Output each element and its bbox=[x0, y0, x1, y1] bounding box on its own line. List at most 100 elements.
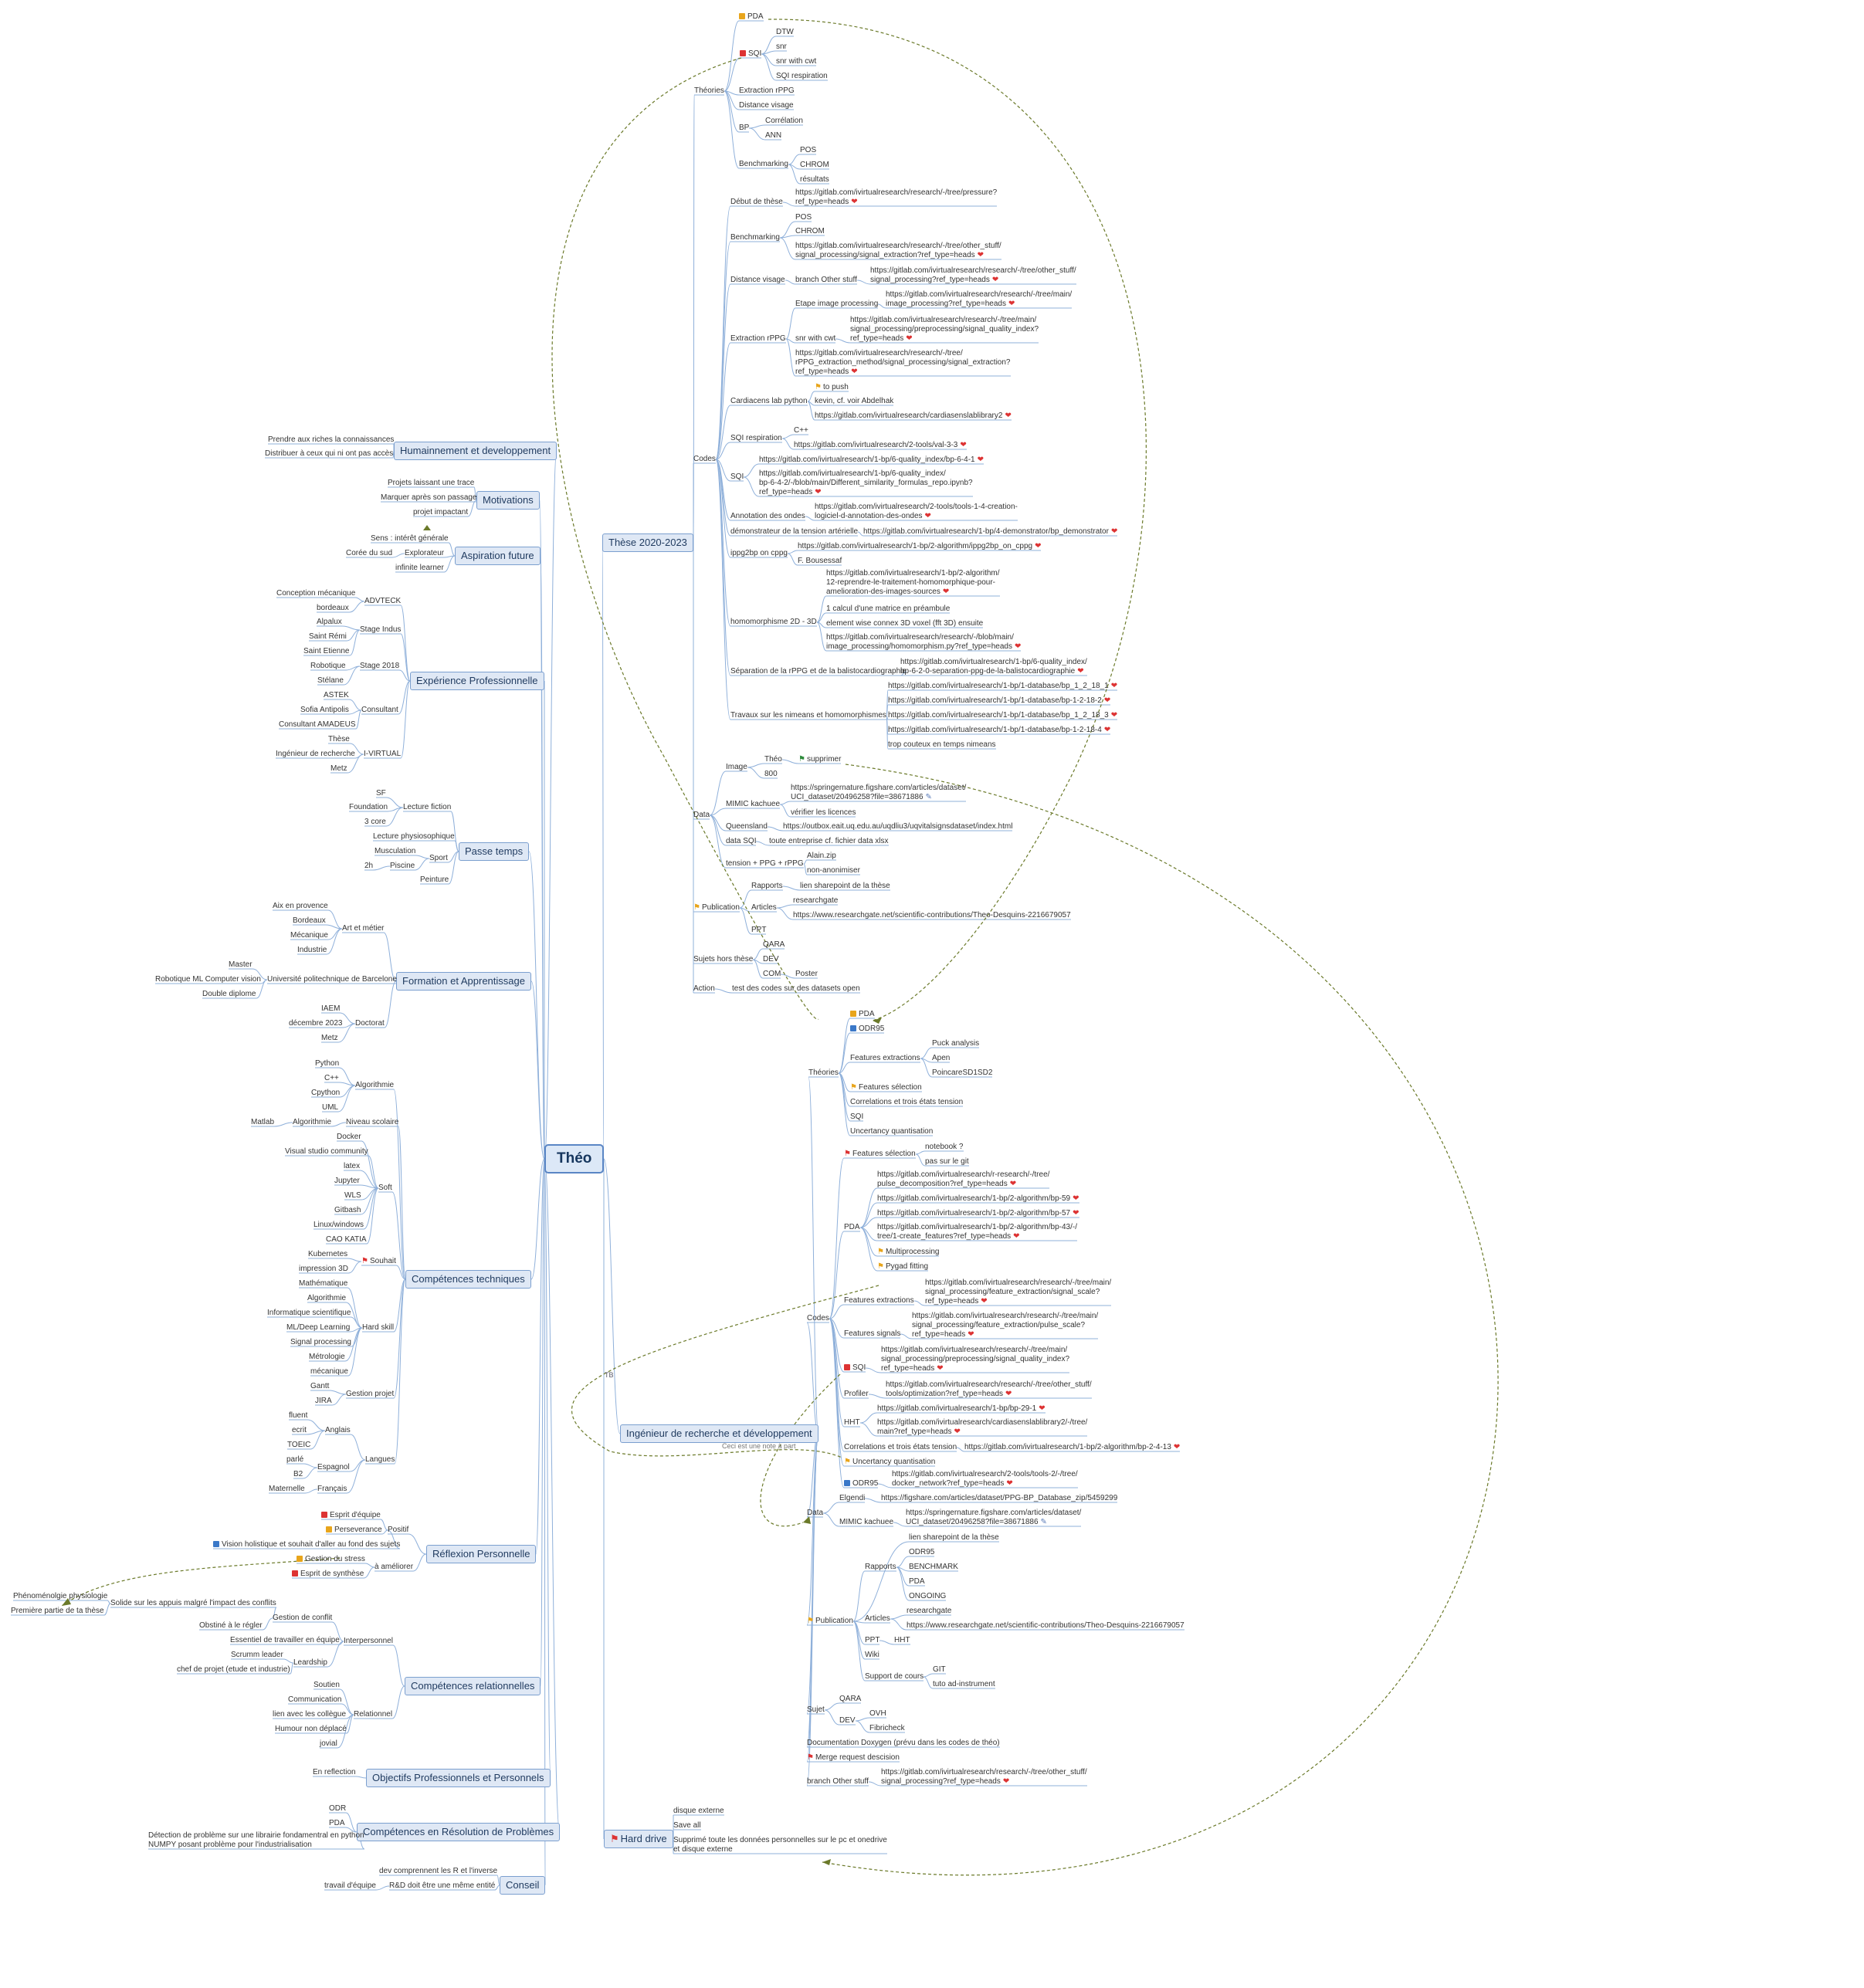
topic-node[interactable]: Data bbox=[693, 811, 710, 820]
branch-node[interactable]: Thèse 2020-2023 bbox=[602, 533, 693, 552]
topic-node[interactable]: infinite learner bbox=[395, 564, 444, 573]
topic-node[interactable]: https://gitlab.com/ivirtualresearch/rese… bbox=[795, 349, 1011, 377]
topic-node[interactable]: non-anonimiser bbox=[807, 866, 860, 875]
topic-node[interactable]: Conception mécanique bbox=[276, 589, 355, 598]
topic-node[interactable]: HHT bbox=[894, 1636, 910, 1645]
topic-node[interactable]: Doctorat bbox=[355, 1019, 385, 1028]
topic-node[interactable]: Fibricheck bbox=[869, 1724, 905, 1733]
topic-node[interactable]: https://gitlab.com/ivirtualresearch/rese… bbox=[886, 290, 1072, 309]
root-node[interactable]: Théo bbox=[544, 1144, 605, 1173]
topic-node[interactable]: Stélane bbox=[317, 676, 344, 686]
topic-node[interactable]: https://gitlab.com/ivirtualresearch/rese… bbox=[870, 266, 1076, 285]
topic-node[interactable]: BENCHMARK bbox=[909, 1563, 958, 1572]
topic-node[interactable]: 2h bbox=[364, 862, 373, 871]
topic-node[interactable]: Relationnel bbox=[354, 1710, 392, 1719]
topic-node[interactable]: branch Other stuff bbox=[795, 276, 857, 285]
topic-node[interactable]: travail d'équipe bbox=[324, 1881, 376, 1891]
topic-node[interactable]: Métrologie bbox=[309, 1353, 345, 1362]
topic-node[interactable]: SQI bbox=[844, 1363, 866, 1373]
topic-node[interactable]: https://gitlab.com/ivirtualresearch/1-bp… bbox=[759, 456, 984, 465]
topic-node[interactable]: https://gitlab.com/ivirtualresearch/rese… bbox=[886, 1380, 1092, 1399]
branch-node[interactable]: Compétences techniques bbox=[405, 1270, 531, 1289]
topic-node[interactable]: Scrumm leader bbox=[231, 1651, 283, 1660]
topic-node[interactable]: https://gitlab.com/ivirtualresearch/card… bbox=[877, 1418, 1087, 1437]
topic-node[interactable]: Esprit d'équipe bbox=[321, 1511, 381, 1520]
topic-node[interactable]: Rapports bbox=[865, 1563, 896, 1572]
topic-node[interactable]: mécanique bbox=[310, 1367, 348, 1377]
gitlab-link-icon[interactable]: ❤ bbox=[851, 367, 858, 376]
topic-node[interactable]: Soutien bbox=[313, 1681, 340, 1690]
topic-node[interactable]: jovial bbox=[320, 1739, 337, 1749]
topic-node[interactable]: pas sur le git bbox=[925, 1157, 969, 1167]
gitlab-link-icon[interactable]: ❤ bbox=[937, 1364, 944, 1373]
topic-node[interactable]: element wise connex 3D voxel (fft 3D) en… bbox=[826, 619, 983, 628]
topic-node[interactable]: Solide sur les appuis malgré l'impact de… bbox=[110, 1599, 276, 1608]
topic-node[interactable]: Thèse bbox=[328, 735, 350, 744]
topic-node[interactable]: Correlations et trois états tension bbox=[850, 1098, 963, 1107]
topic-node[interactable]: Features extractions bbox=[844, 1296, 914, 1306]
branch-node[interactable]: ⚑Hard drive bbox=[604, 1830, 673, 1848]
topic-node[interactable]: Bordeaux bbox=[293, 916, 326, 926]
topic-node[interactable]: Phénoménolgie physiologie bbox=[13, 1592, 107, 1601]
topic-node[interactable]: Data bbox=[807, 1509, 823, 1518]
topic-node[interactable]: ⚑Publication bbox=[693, 903, 740, 913]
topic-node[interactable]: Action bbox=[693, 984, 715, 994]
topic-node[interactable]: SQI respiration bbox=[730, 434, 782, 443]
gitlab-link-icon[interactable]: ❤ bbox=[942, 588, 950, 596]
topic-node[interactable]: Théories bbox=[694, 86, 724, 96]
topic-node[interactable]: Art et métier bbox=[342, 924, 384, 933]
topic-node[interactable]: https://gitlab.com/ivirtualresearch/rese… bbox=[795, 188, 997, 207]
topic-node[interactable]: PDA bbox=[909, 1577, 925, 1587]
topic-node[interactable]: Première partie de ta thèse bbox=[11, 1607, 104, 1616]
topic-node[interactable]: DTW bbox=[776, 28, 794, 37]
topic-node[interactable]: Image bbox=[726, 763, 747, 772]
topic-node[interactable]: https://gitlab.com/ivirtualresearch/rese… bbox=[850, 316, 1039, 344]
topic-node[interactable]: ODR95 bbox=[844, 1479, 878, 1488]
topic-node[interactable]: PPT bbox=[865, 1636, 879, 1645]
gitlab-link-icon[interactable]: ❤ bbox=[1103, 726, 1111, 734]
topic-node[interactable]: ⚑to push bbox=[815, 383, 849, 392]
topic-node[interactable]: Benchmarking bbox=[739, 160, 788, 169]
topic-node[interactable]: Détection de problème sur une librairie … bbox=[148, 1831, 364, 1850]
topic-node[interactable]: Français bbox=[317, 1485, 347, 1494]
topic-node[interactable]: SF bbox=[376, 789, 386, 798]
topic-node[interactable]: JIRA bbox=[315, 1397, 332, 1406]
topic-node[interactable]: 1 calcul d'une matrice en préambule bbox=[826, 605, 950, 614]
topic-node[interactable]: trop couteux en temps nimeans bbox=[888, 740, 996, 750]
topic-node[interactable]: snr with cwt bbox=[795, 334, 835, 344]
topic-node[interactable]: Apen bbox=[932, 1054, 950, 1063]
topic-node[interactable]: tuto ad-instrument bbox=[933, 1680, 995, 1689]
topic-node[interactable]: https://gitlab.com/ivirtualresearch/1-bp… bbox=[900, 658, 1087, 676]
topic-node[interactable]: Distance visage bbox=[739, 101, 794, 110]
topic-node[interactable]: Save all bbox=[673, 1821, 701, 1831]
topic-node[interactable]: C++ bbox=[794, 426, 808, 435]
topic-node[interactable]: ASTEK bbox=[324, 691, 349, 700]
topic-node[interactable]: Leardship bbox=[293, 1658, 327, 1668]
gitlab-link-icon[interactable]: ❤ bbox=[815, 488, 822, 496]
topic-node[interactable]: ANN bbox=[765, 131, 781, 141]
topic-node[interactable]: Benchmarking bbox=[730, 233, 780, 242]
topic-node[interactable]: https://gitlab.com/ivirtualresearch/1-bp… bbox=[877, 1209, 1079, 1218]
topic-node[interactable]: Double diplome bbox=[202, 990, 256, 999]
topic-node[interactable]: lien sharepoint de la thèse bbox=[909, 1533, 999, 1543]
topic-node[interactable]: Stage Indus bbox=[360, 625, 401, 635]
gitlab-link-icon[interactable]: ❤ bbox=[1110, 527, 1118, 536]
topic-node[interactable]: Cardiacens lab python bbox=[730, 397, 808, 406]
gitlab-link-icon[interactable]: ❤ bbox=[968, 1330, 974, 1339]
topic-node[interactable]: Extraction rPPG bbox=[730, 334, 786, 344]
topic-node[interactable]: 3 core bbox=[364, 818, 386, 827]
branch-node[interactable]: Aspiration future bbox=[455, 547, 541, 565]
topic-node[interactable]: ⚑Publication bbox=[807, 1617, 853, 1626]
gitlab-link-icon[interactable]: ❤ bbox=[1073, 1194, 1079, 1203]
topic-node[interactable]: Gantt bbox=[310, 1382, 329, 1391]
topic-node[interactable]: DEV bbox=[763, 955, 779, 964]
topic-node[interactable]: ⚑supprimer bbox=[798, 755, 841, 764]
topic-node[interactable]: HHT bbox=[844, 1418, 860, 1427]
topic-node[interactable]: Supprimé toute les données personnelles … bbox=[673, 1836, 887, 1854]
topic-node[interactable]: Perseverance bbox=[326, 1526, 382, 1535]
topic-node[interactable]: lien sharepoint de la thèse bbox=[800, 882, 890, 891]
topic-node[interactable]: https://www.researchgate.net/scientific-… bbox=[793, 911, 1071, 920]
topic-node[interactable]: I-VIRTUAL bbox=[364, 750, 401, 759]
gitlab-link-icon[interactable]: ❤ bbox=[1014, 642, 1022, 651]
topic-node[interactable]: disque externe bbox=[673, 1807, 724, 1816]
